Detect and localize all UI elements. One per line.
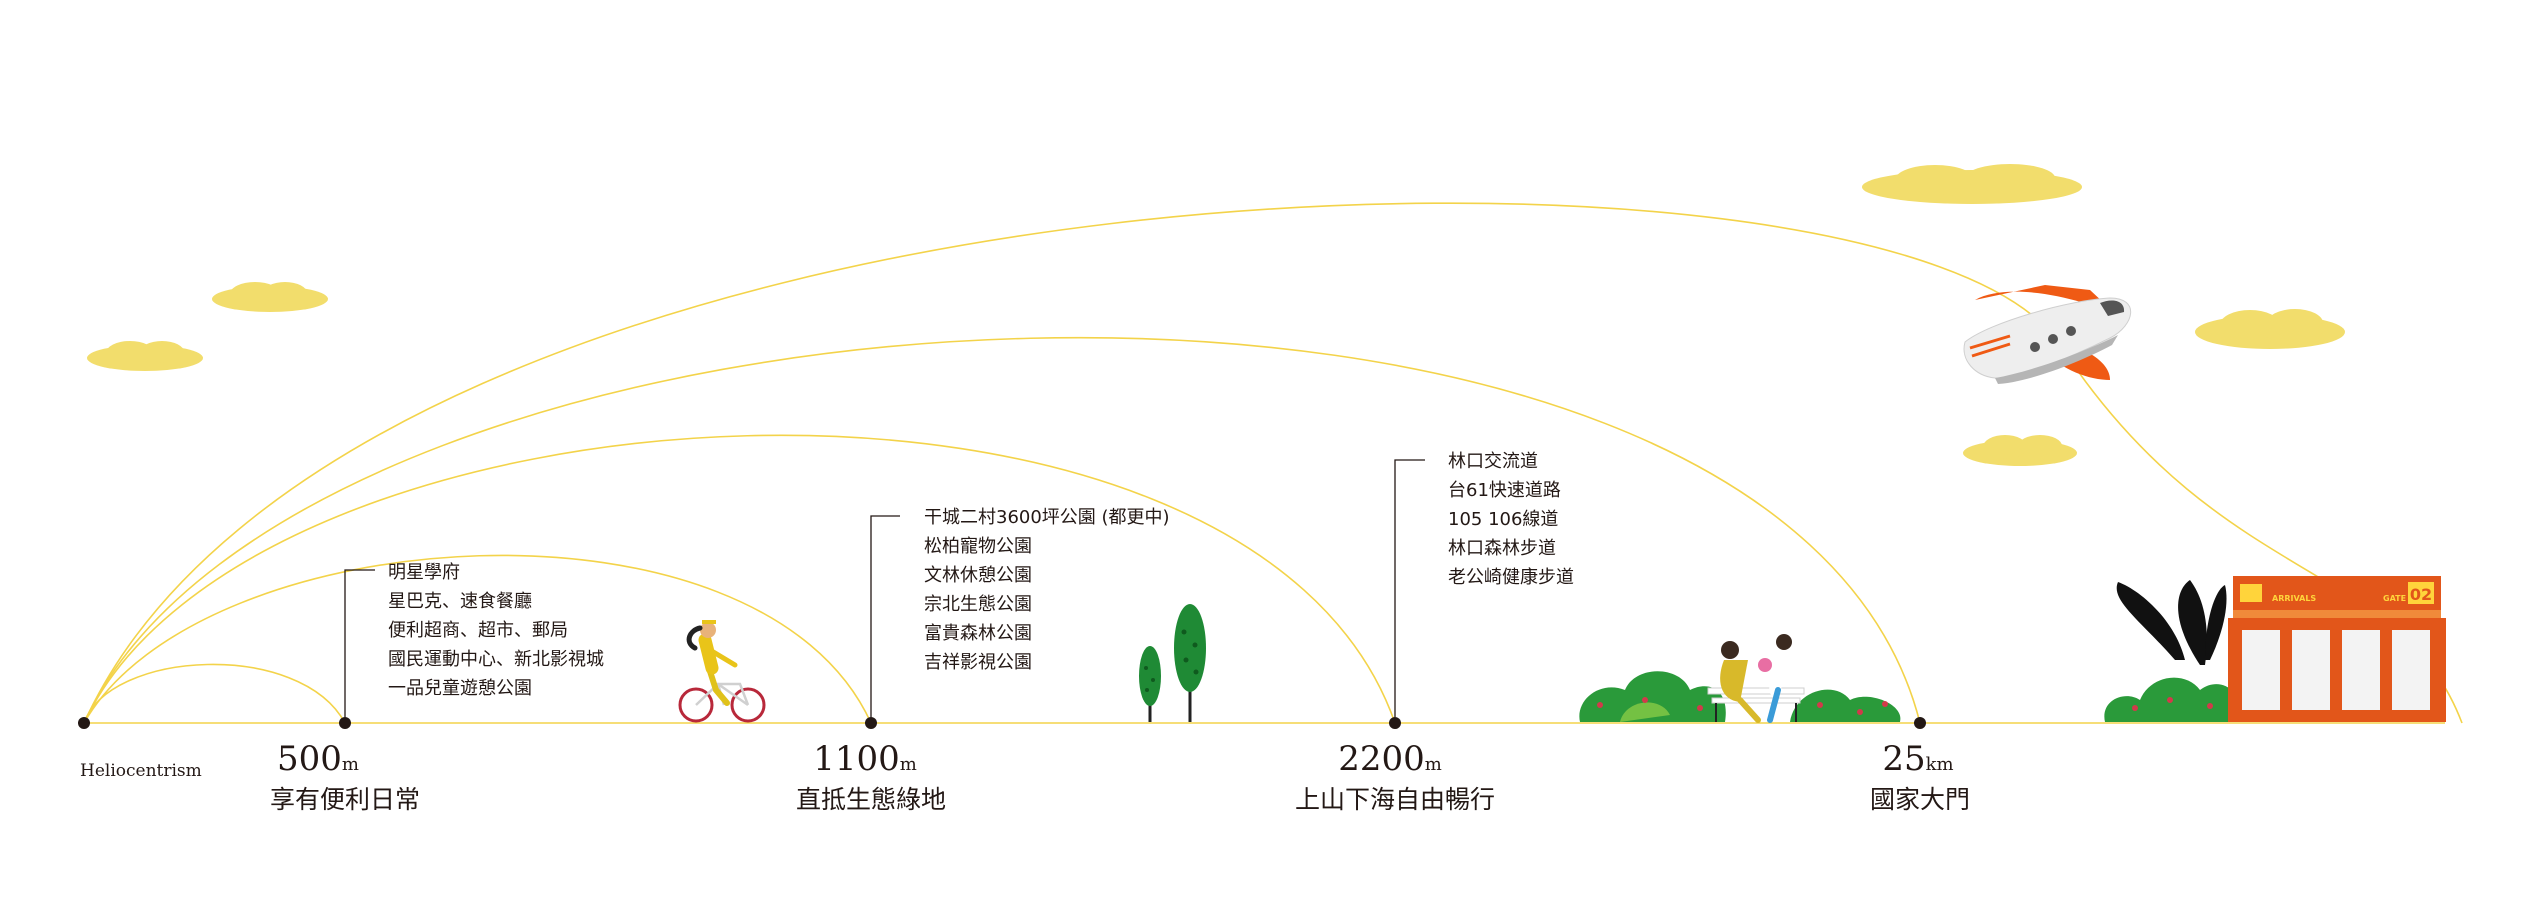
- bench-couple-icon: [1579, 634, 1901, 723]
- info-item: 老公崎健康步道: [1448, 567, 1574, 588]
- info-item: 文林休憩公園: [924, 565, 1032, 586]
- info-item: 國民運動中心、新北影視城: [388, 649, 604, 670]
- stop-marker-2200m: [1389, 717, 1401, 729]
- info-item: 松柏寵物公園: [924, 536, 1032, 557]
- station-sign-text: ARRIVALS: [2272, 594, 2316, 603]
- info-item: 林口交流道: [1448, 451, 1538, 472]
- arc-short: [83, 663, 346, 724]
- origin-label: Heliocentrism: [80, 761, 202, 781]
- tree-icon: [1174, 604, 1206, 722]
- info-item: 明星學府: [388, 562, 460, 583]
- info-item: 便利超商、超市、郵局: [388, 620, 568, 641]
- leader-500m: [344, 569, 375, 717]
- cloud-icon: [87, 341, 203, 371]
- stop-marker-1100m: [865, 717, 877, 729]
- tree-icon: [1139, 646, 1161, 722]
- arc-1100m: [83, 434, 1396, 724]
- cloud-icon: [2195, 309, 2345, 349]
- info-list-1100m: 干城二村3600坪公園 (都更中) 松柏寵物公園 文林休憩公園 宗北生態公園 富…: [924, 507, 1170, 673]
- info-list-500m: 明星學府 星巴克、速食餐廳 便利超商、超市、郵局 國民運動中心、新北影視城 一品…: [388, 562, 604, 699]
- distance-label-2200m: 2200m: [1338, 739, 1442, 779]
- leader-2200m: [1394, 459, 1425, 717]
- info-item: 一品兒童遊憩公園: [388, 678, 532, 699]
- distance-label-1100m: 1100m: [813, 739, 917, 779]
- leader-1100m: [870, 515, 900, 717]
- station-gate-label: GATE: [2383, 594, 2406, 603]
- info-item: 台61快速道路: [1448, 480, 1561, 501]
- info-item: 星巴克、速食餐廳: [388, 591, 532, 612]
- info-item: 富貴森林公園: [924, 623, 1032, 644]
- info-item: 105 106線道: [1448, 509, 1558, 530]
- arc-2200m: [83, 337, 1921, 724]
- airport-station-icon: ARRIVALS GATE 02: [2228, 576, 2446, 722]
- stop-marker-500m: [339, 717, 351, 729]
- leader-lines: [344, 459, 1425, 717]
- airplane-icon: [1963, 285, 2132, 384]
- distance-label-25km: 25km: [1882, 739, 1953, 779]
- station-gate-number: 02: [2410, 585, 2432, 604]
- cloud-icon: [212, 282, 328, 312]
- info-item: 宗北生態公園: [924, 594, 1032, 615]
- distance-label-500m: 500m: [277, 739, 359, 779]
- stop-marker-25km: [1914, 717, 1926, 729]
- caption-500m: 享有便利日常: [270, 785, 420, 814]
- caption-2200m: 上山下海自由暢行: [1295, 785, 1495, 814]
- info-item: 干城二村3600坪公園 (都更中): [924, 507, 1170, 528]
- arc-500m: [83, 554, 872, 724]
- arc-25km: [83, 202, 2463, 724]
- distance-arcs: [83, 202, 2463, 724]
- cloud-icon: [1862, 164, 2082, 204]
- caption-1100m: 直抵生態綠地: [796, 785, 946, 814]
- caption-25km: 國家大門: [1870, 785, 1970, 814]
- palm-leaf-icon: [2104, 580, 2241, 722]
- origin-marker: [78, 717, 90, 729]
- info-item: 吉祥影視公園: [924, 652, 1032, 673]
- info-item: 林口森林步道: [1448, 538, 1556, 559]
- cyclist-icon: [678, 620, 766, 723]
- info-list-2200m: 林口交流道 台61快速道路 105 106線道 林口森林步道 老公崎健康步道: [1448, 451, 1574, 588]
- cloud-icon: [1963, 435, 2077, 466]
